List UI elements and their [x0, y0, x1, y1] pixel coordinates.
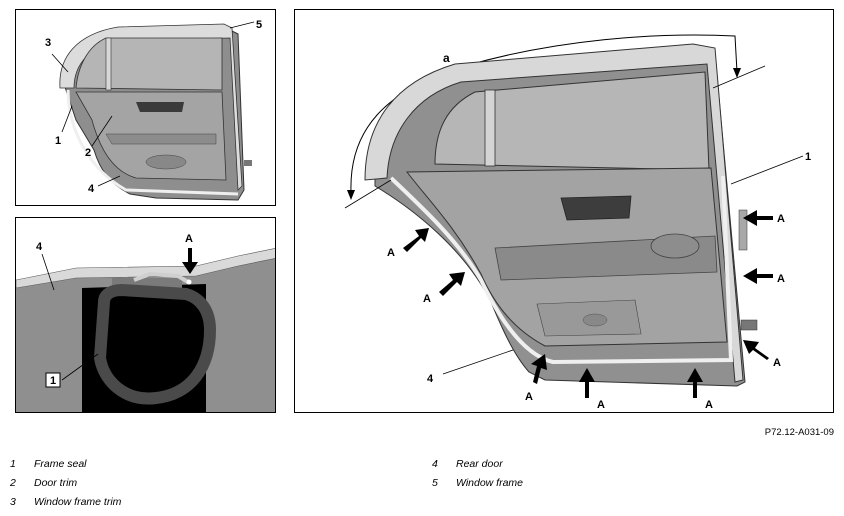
- legend-num: 5: [432, 477, 438, 489]
- window-glass: [75, 37, 223, 91]
- speaker: [582, 313, 608, 327]
- hinge: [740, 319, 758, 331]
- legend-text: Window frame trim: [34, 496, 122, 508]
- window-divider: [105, 37, 112, 91]
- main-panel: a 1 4 A A A A A A A A: [294, 9, 834, 413]
- callout-a: a: [443, 51, 450, 65]
- detail-drawing: 4 1 A: [16, 218, 275, 412]
- arrow-label-2: A: [423, 293, 431, 305]
- callout-1: 1: [55, 135, 61, 147]
- leader-upper-left: [344, 179, 392, 209]
- window-frame: [364, 43, 744, 383]
- arrow-a-1: [403, 228, 429, 252]
- callout-5: 5: [256, 19, 262, 31]
- legend-item-1: 1 Frame seal: [10, 458, 87, 470]
- leader-2: [91, 115, 113, 147]
- arrow-a-4: [743, 268, 773, 284]
- arrow-label-5: A: [773, 357, 781, 369]
- clip-point: [186, 279, 192, 285]
- arrow-a: [182, 248, 198, 274]
- hinge: [244, 160, 252, 166]
- route-end-left: [347, 190, 355, 200]
- arrow-label-7: A: [597, 399, 605, 411]
- leader-4: [442, 349, 514, 375]
- legend-item-3: 3 Window frame trim: [10, 496, 121, 508]
- overview-panel: 3 1 2 4 5: [15, 9, 276, 206]
- callout-4: 4: [427, 373, 434, 385]
- frame-seal-profile: [93, 283, 217, 405]
- frame-seal: [389, 175, 734, 365]
- legend-item-4: 4 Rear door: [432, 458, 503, 470]
- callout-1: 1: [50, 375, 56, 387]
- seal-strip: [16, 248, 275, 289]
- callout-a: A: [185, 233, 193, 245]
- callout-2: 2: [85, 147, 91, 159]
- legend-item-5: 5 Window frame: [432, 477, 523, 489]
- arrow-label-3: A: [777, 213, 785, 225]
- arrow-a-5: [743, 340, 769, 360]
- main-drawing: a 1 4 A A A A A A A A: [344, 34, 811, 411]
- lock-strip: [738, 209, 748, 251]
- callout-4: 4: [88, 183, 95, 195]
- leader-4: [41, 253, 55, 291]
- arrow-label-6: A: [525, 391, 533, 403]
- seal-lip: [133, 271, 190, 284]
- legend-num: 4: [432, 458, 438, 470]
- window-divider: [484, 89, 496, 167]
- frame-seal: [66, 89, 239, 196]
- overview-drawing: 3 1 2 4 5: [45, 19, 262, 201]
- switch-panel: [650, 233, 700, 259]
- legend-text: Door trim: [34, 477, 78, 489]
- door-handle: [560, 195, 632, 221]
- arrow-a-2: [439, 272, 465, 296]
- leader-1: [61, 353, 99, 381]
- legend-text: Rear door: [456, 458, 503, 470]
- legend-text: Frame seal: [34, 458, 87, 470]
- arrow-label-1: A: [387, 247, 395, 259]
- leader-1: [730, 155, 804, 185]
- legend-num: 3: [10, 496, 16, 508]
- legend-item-2: 2 Door trim: [10, 477, 77, 489]
- leader-3: [51, 53, 69, 73]
- leader-5: [229, 21, 255, 29]
- armrest: [105, 133, 217, 145]
- window-glass: [434, 71, 710, 171]
- callout-4: 4: [36, 241, 43, 253]
- arrow-a-7: [579, 368, 595, 398]
- arrow-label-4: A: [777, 273, 785, 285]
- callout-3: 3: [45, 37, 51, 49]
- legend-num: 1: [10, 458, 16, 470]
- arrow-a-8: [687, 368, 703, 398]
- leader-4: [97, 175, 121, 187]
- figure-code: P72.12-A031-09: [764, 427, 834, 438]
- legend-num: 2: [10, 477, 16, 489]
- detail-panel: 4 1 A: [15, 217, 276, 413]
- window-frame: [59, 23, 243, 191]
- leader-1: [61, 105, 73, 133]
- callout-1: 1: [805, 151, 811, 163]
- legend-text: Window frame: [456, 477, 524, 489]
- arrow-a-6: [531, 354, 547, 384]
- route-end-right: [733, 68, 741, 78]
- door-handle: [136, 102, 184, 112]
- arrow-label-8: A: [705, 399, 713, 411]
- callout-1-box: [45, 372, 61, 388]
- arrow-a-3: [743, 210, 773, 226]
- speaker: [145, 154, 187, 170]
- leader-upper-right: [712, 65, 766, 89]
